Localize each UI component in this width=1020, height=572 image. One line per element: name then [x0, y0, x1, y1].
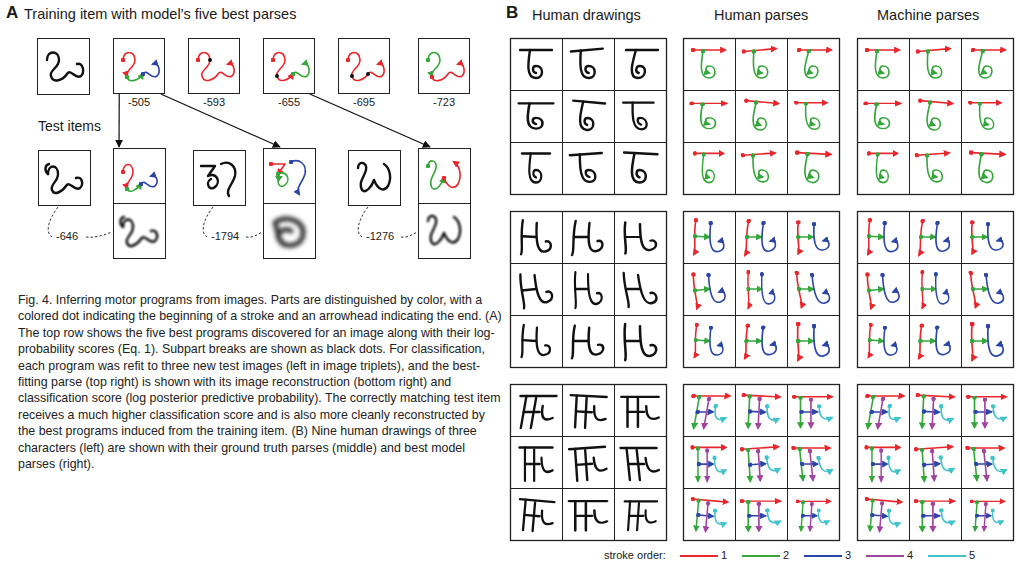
parse-box: -505 [113, 38, 165, 94]
log-probability-score: -723 [419, 96, 469, 109]
panel-letter: B [506, 3, 518, 23]
log-probability-score: -646 [56, 230, 78, 243]
parse-box: -593 [188, 38, 240, 94]
column-heading: Human drawings [532, 7, 641, 24]
column-heading: Machine parses [877, 7, 979, 24]
connector-arrow [161, 94, 280, 147]
log-probability-score: -695 [339, 96, 389, 109]
column-heading: Human parses [714, 7, 808, 24]
legend-text: 1 [721, 549, 727, 562]
legend-text: 2 [783, 549, 789, 562]
panel-title: Training item with model’s five best par… [24, 6, 296, 23]
log-probability-score: -655 [264, 96, 314, 109]
legend-swatch [928, 555, 966, 557]
legend-text: 4 [907, 549, 913, 562]
parse-box: -655 [263, 38, 315, 94]
log-probability-score: -505 [114, 96, 164, 109]
legend-swatch [866, 555, 904, 557]
parse-box: -695 [338, 38, 390, 94]
legend-swatch [742, 555, 780, 557]
panel-letter: A [6, 3, 18, 23]
section-label: Test items [38, 118, 101, 135]
test-triplet: -1794 [193, 148, 320, 258]
log-probability-score: -1794 [211, 230, 239, 243]
log-probability-score: -593 [189, 96, 239, 109]
parse-box: -723 [418, 38, 470, 94]
legend-title: stroke order: [604, 549, 666, 562]
test-triplet: -1276 [348, 148, 475, 258]
connector-arrow [118, 94, 119, 147]
legend-text: 5 [969, 549, 975, 562]
legend-swatch [804, 555, 842, 557]
log-probability-score: -1276 [366, 230, 394, 243]
figure-caption: Fig. 4. Inferring motor programs from im… [18, 292, 502, 472]
legend-text: 3 [845, 549, 851, 562]
connector-arrow [310, 94, 430, 147]
test-triplet: -646 [38, 148, 165, 258]
legend-swatch [680, 555, 718, 557]
